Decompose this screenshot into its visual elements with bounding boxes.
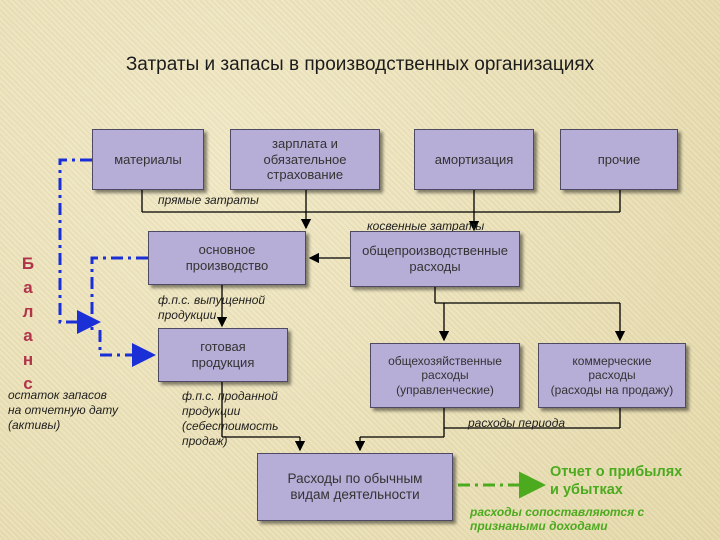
box-finished-goods: готовая продукция (158, 328, 288, 382)
box-ordinary-expenses: Расходы по обычным видам деятельности (257, 453, 453, 521)
other-label: прочие (597, 151, 641, 167)
selling-expenses-label: коммерческие расходы (расходы на продажу… (550, 353, 674, 397)
label-period-expenses: расходы периода (468, 416, 566, 430)
balance-letter: л (22, 302, 34, 321)
label-indirect-costs: косвенные затраты (367, 219, 485, 233)
box-main-production: основное производство (148, 231, 306, 285)
balance-letter: а (23, 326, 33, 345)
box-admin-expenses: общехозяйственные расходы (управленчески… (370, 343, 520, 408)
box-depreciation: амортизация (414, 129, 534, 190)
label-inventory-balance: остаток запасов на отчетную дату (активы… (8, 388, 119, 432)
depreciation-label: амортизация (434, 151, 514, 167)
balance-letter: а (23, 278, 33, 297)
box-overhead: общепроизводственные расходы (350, 231, 520, 287)
report-title: Отчет о прибылях и убытках (550, 464, 683, 499)
finished-goods-label: готовая продукция (191, 339, 255, 370)
overhead-label: общепроизводственные расходы (362, 243, 508, 274)
materials-label: материалы (114, 151, 182, 167)
admin-expenses-label: общехозяйственные расходы (управленчески… (388, 353, 502, 397)
box-salary: зарплата и обязательное страхование (230, 129, 380, 190)
salary-label: зарплата и обязательное страхование (263, 136, 347, 183)
box-other: прочие (560, 129, 678, 190)
balance-vertical-label: Б а л а н с (18, 252, 38, 396)
ordinary-expenses-label: Расходы по обычным видам деятельности (287, 470, 423, 502)
page-title: Затраты и запасы в производственных орга… (125, 54, 595, 75)
balance-letter: с (23, 374, 33, 393)
balance-letter: н (22, 350, 34, 369)
report-note: расходы сопоставляются с признаными дохо… (470, 505, 645, 534)
label-cost-sold: ф.п.с. проданной продукции (себестоимост… (182, 389, 279, 448)
label-direct-costs: прямые затраты (158, 193, 259, 207)
label-cost-output: ф.п.с. выпущенной продукции (158, 293, 266, 322)
balance-letter: Б (21, 254, 35, 273)
box-materials: материалы (92, 129, 204, 190)
box-selling-expenses: коммерческие расходы (расходы на продажу… (538, 343, 686, 408)
main-production-label: основное производство (185, 242, 269, 273)
